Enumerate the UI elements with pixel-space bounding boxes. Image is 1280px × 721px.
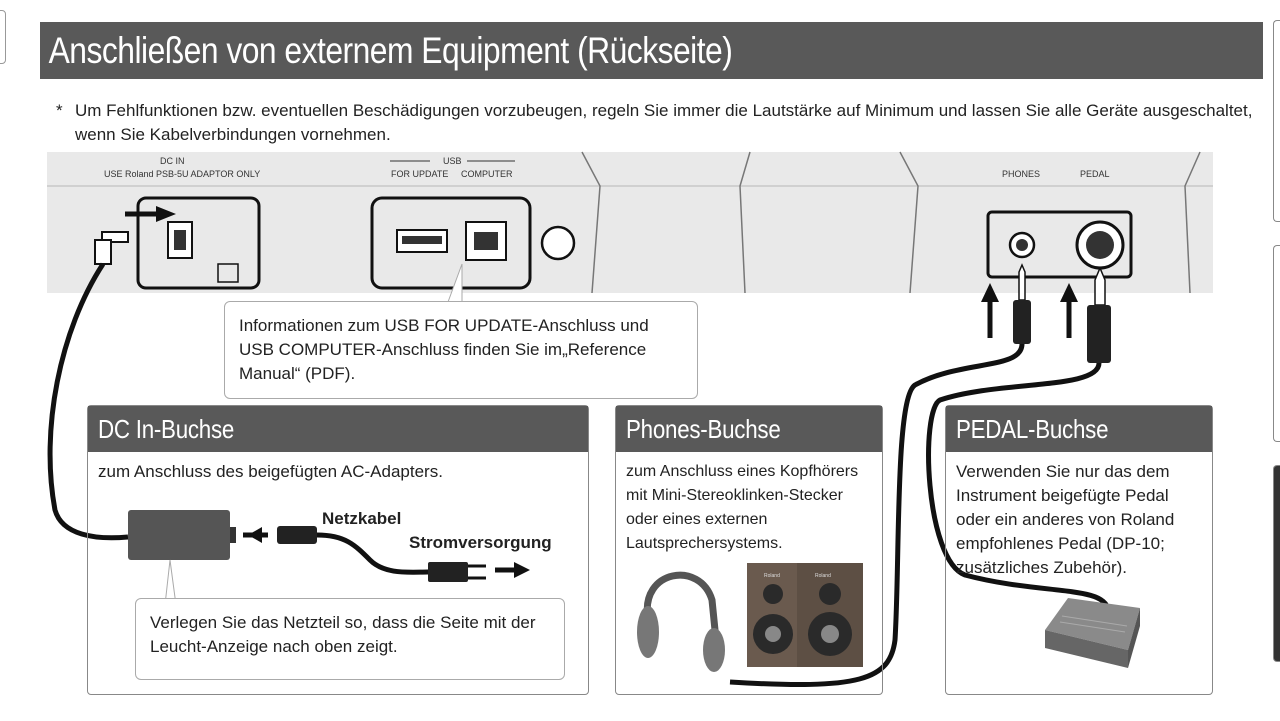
pedal-title: PEDAL-Buchse (956, 414, 1109, 444)
speaker-brand-right: Roland (815, 573, 831, 579)
panel-label-usb: USB (443, 156, 462, 166)
adapter-callout-text: Verlegen Sie das Netzteil so, dass die S… (150, 613, 536, 656)
panel-label-dc-in: DC IN (160, 156, 185, 166)
panel-label-phones: PHONES (1002, 169, 1041, 179)
dc-cable (47, 262, 129, 541)
dc-in-frame (136, 196, 261, 290)
rear-panel (47, 152, 1213, 293)
arrow-left-icon (248, 527, 262, 543)
ac-adapter-icon (128, 510, 230, 560)
phones-box: Phones-Buchse zum Anschluss eines Kopfhö… (615, 405, 883, 695)
arrow-up-icon (1060, 283, 1078, 302)
page-edge-mark (0, 10, 6, 64)
note-asterisk: * (56, 101, 63, 120)
adapter-callout: Verlegen Sie das Netzteil so, dass die S… (135, 598, 565, 680)
usb-callout: Informationen zum USB FOR UPDATE-Anschlu… (224, 301, 698, 399)
panel-button (540, 225, 576, 261)
stromversorgung-label: Stromversorgung (409, 533, 552, 552)
safety-note: * Um Fehlfunktionen bzw. eventuellen Bes… (56, 99, 1256, 147)
phones-cable (729, 343, 1025, 688)
pedal-icon (1045, 598, 1140, 650)
power-plug-icon (277, 526, 317, 544)
panel-label-dc-in-sub: USE Roland PSB-5U ADAPTOR ONLY (104, 169, 261, 179)
dc-in-title: DC In-Buchse (98, 414, 235, 444)
page-edge-tab (1273, 245, 1280, 442)
pedal-plug-icon (1087, 305, 1111, 363)
phones-header: Phones-Buchse (616, 406, 882, 452)
arrow-right-icon (514, 562, 530, 578)
jack-frame (986, 210, 1133, 279)
phones-title: Phones-Buchse (626, 414, 781, 444)
phones-plug-icon (1013, 300, 1031, 344)
panel-label-usb-update: FOR UPDATE (391, 169, 449, 179)
dc-in-text: zum Anschluss des beigefügten AC-Adapter… (98, 462, 443, 481)
arrow-up-icon (981, 283, 999, 302)
headphones-icon (643, 571, 720, 641)
mains-plug-icon (428, 562, 468, 582)
power-cable (316, 532, 429, 575)
panel-label-usb-computer: COMPUTER (461, 169, 513, 179)
note-text: Um Fehlfunktionen bzw. eventuellen Besch… (75, 101, 1253, 144)
phones-text: zum Anschluss eines Kopfhörers mit Mini-… (626, 463, 859, 552)
pedal-box: PEDAL-Buchse Verwenden Sie nur das dem I… (945, 405, 1213, 695)
pedal-cable (926, 362, 1111, 611)
dc-in-header: DC In-Buchse (88, 406, 588, 452)
usb-callout-text: Informationen zum USB FOR UPDATE-Anschlu… (239, 316, 649, 383)
pedal-text: Verwenden Sie nur das dem Instrument bei… (956, 462, 1175, 577)
pedal-header: PEDAL-Buchse (946, 406, 1212, 452)
page-edge-tab (1273, 20, 1280, 222)
panel-label-pedal: PEDAL (1080, 169, 1110, 179)
title-bar: Anschließen von externem Equipment (Rück… (40, 22, 1263, 79)
speaker-brand-left: Roland (764, 573, 780, 579)
dc-in-box: DC In-Buchse zum Anschluss des beigefügt… (87, 405, 589, 695)
netzkabel-label: Netzkabel (322, 509, 402, 528)
page-title: Anschließen von externem Equipment (Rück… (48, 30, 733, 71)
usb-frame (370, 196, 532, 290)
page-edge-tab (1273, 465, 1280, 662)
